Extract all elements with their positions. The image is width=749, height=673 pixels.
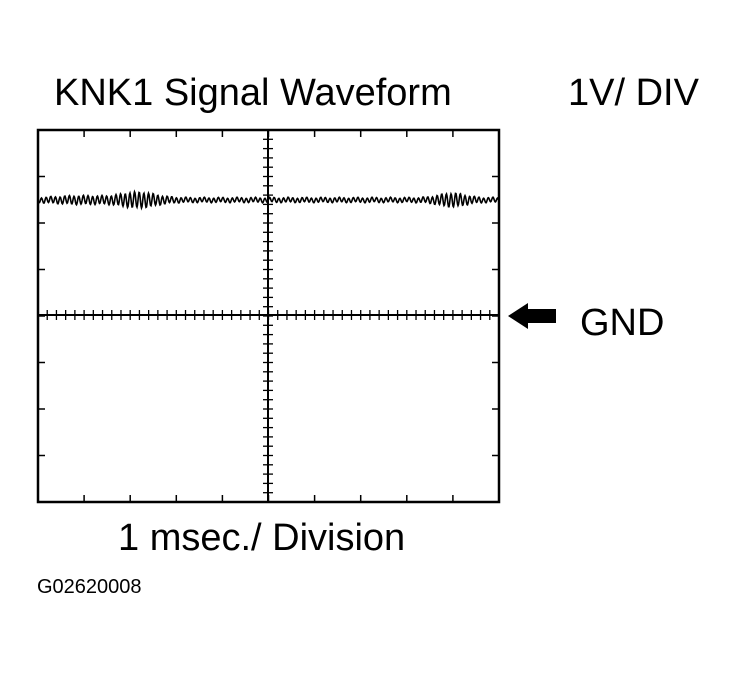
left-arrow-icon bbox=[508, 303, 556, 329]
figure-id: G02620008 bbox=[37, 576, 142, 598]
waveform-title: KNK1 Signal Waveform bbox=[54, 72, 452, 114]
vertical-scale-label: 1V/ DIV bbox=[568, 72, 699, 114]
horizontal-scale-label: 1 msec./ Division bbox=[118, 517, 406, 559]
gnd-label: GND bbox=[580, 302, 665, 344]
knock-signal-trace bbox=[37, 189, 500, 211]
